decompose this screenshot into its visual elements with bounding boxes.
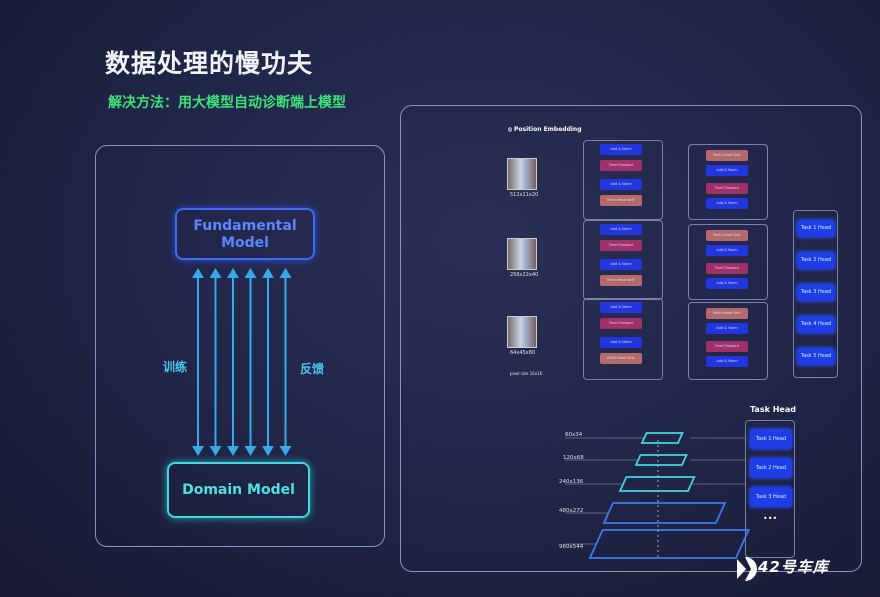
input-size-label: 64x45x80 [510,350,536,356]
pyramid-level [634,454,688,466]
mhsa-block: Multi-Head Self-Attention [706,150,748,161]
slide-subtitle: 解决方法：用大模型自动诊断端上模型 [108,95,346,111]
add-norm-block: Add & Norm [600,224,642,235]
train-label: 训练 [163,360,188,374]
mhsa-block: Multi-Head Self-Attention [600,353,642,364]
add-norm-block: Add & Norm [600,179,642,190]
mhsa-block: Multi-Head Self-Attention [600,275,642,286]
slide-title: 数据处理的慢功夫 [105,49,314,78]
task-head-3: Task 3 Head [797,284,835,301]
encoder-block [583,140,663,220]
pyramid-level [602,502,727,524]
watermark-logo-icon [737,557,757,581]
pyramid-size-label: 480x272 [559,508,584,514]
feed-forward-block: Feed Forward [706,183,748,194]
double-arrow [244,268,257,456]
feed-forward-block: Feed Forward [600,160,642,171]
task-head-1: Task 1 Head [797,220,835,237]
feed-forward-block: Feed Forward [600,318,642,329]
task-head-2: Task 2 Head [797,252,835,269]
pyramid-level [588,529,750,559]
add-norm-block: Add & Norm [600,337,642,348]
add-norm-block: Add & Norm [600,144,642,155]
input-image [507,158,537,190]
add-norm-block: Add & Norm [706,165,748,176]
right-panel [400,105,862,572]
mhsa-block: Multi-Head Self-Attention [600,195,642,206]
encoder-block [583,220,663,300]
double-arrow [227,268,239,456]
add-norm-block: Add & Norm [600,302,642,313]
double-arrow [192,268,204,456]
feed-forward-block: Feed Forward [706,341,748,352]
task-heads-container [793,210,838,378]
add-norm-block: Add & Norm [706,198,748,209]
double-arrow [279,268,292,456]
input-size-label: 256x22x40 [510,272,539,278]
decoder-block [688,302,768,380]
task-head-5: Task 5 Head [797,348,835,365]
decoder-block [688,144,768,220]
position-embedding-text: Position Embedding [514,126,582,133]
fundamental-model-box: Fundamental Model [175,208,315,260]
pyramid-level [618,476,696,492]
pyramid-level [640,432,684,444]
task-head-3: Task 3 Head [750,487,792,507]
input-image [507,238,537,270]
pyramid-size-label: 120x68 [563,455,584,461]
double-arrow [262,268,274,456]
feed-forward-block: Feed Forward [706,263,748,274]
task-head-title: Task Head [750,405,796,414]
feed-forward-block: Feed Forward [600,240,642,251]
pyramid-size-label: 60x34 [565,432,583,438]
position-embedding-label: ⦸ Position Embedding [508,126,582,134]
input-note: pixel size 16x16 [510,371,543,376]
more-heads-dots: ••• [763,514,778,523]
input-size-label: 512x11x20 [510,192,539,198]
pyramid-size-label: 240x136 [559,479,584,485]
encoder-block [583,298,663,380]
task-head-2: Task 2 Head [750,458,792,478]
left-panel [95,145,385,547]
domain-model-box: Domain Model [167,462,310,518]
mhsa-block: Multi-Head Self-Attention [706,308,748,319]
pyramid-size-label: 960x544 [559,544,584,550]
add-norm-block: Add & Norm [706,245,748,256]
add-norm-block: Add & Norm [706,323,748,334]
task-head-1: Task 1 Head [750,429,792,449]
add-norm-block: Add & Norm [600,259,642,270]
add-norm-block: Add & Norm [706,278,748,289]
decoder-block [688,224,768,300]
watermark: 42号车库 [758,558,829,576]
feedback-label: 反馈 [300,362,325,376]
task-head-4: Task 4 Head [797,316,835,333]
feature-pyramid [565,432,750,560]
mhsa-block: Multi-Head Self-Attention [706,230,748,241]
task-head-container [745,420,795,558]
add-norm-block: Add & Norm [706,356,748,367]
bidirectional-arrows [192,268,292,456]
input-image [507,316,537,348]
no-symbol-icon: ⦸ [508,126,515,133]
double-arrow [209,268,222,456]
